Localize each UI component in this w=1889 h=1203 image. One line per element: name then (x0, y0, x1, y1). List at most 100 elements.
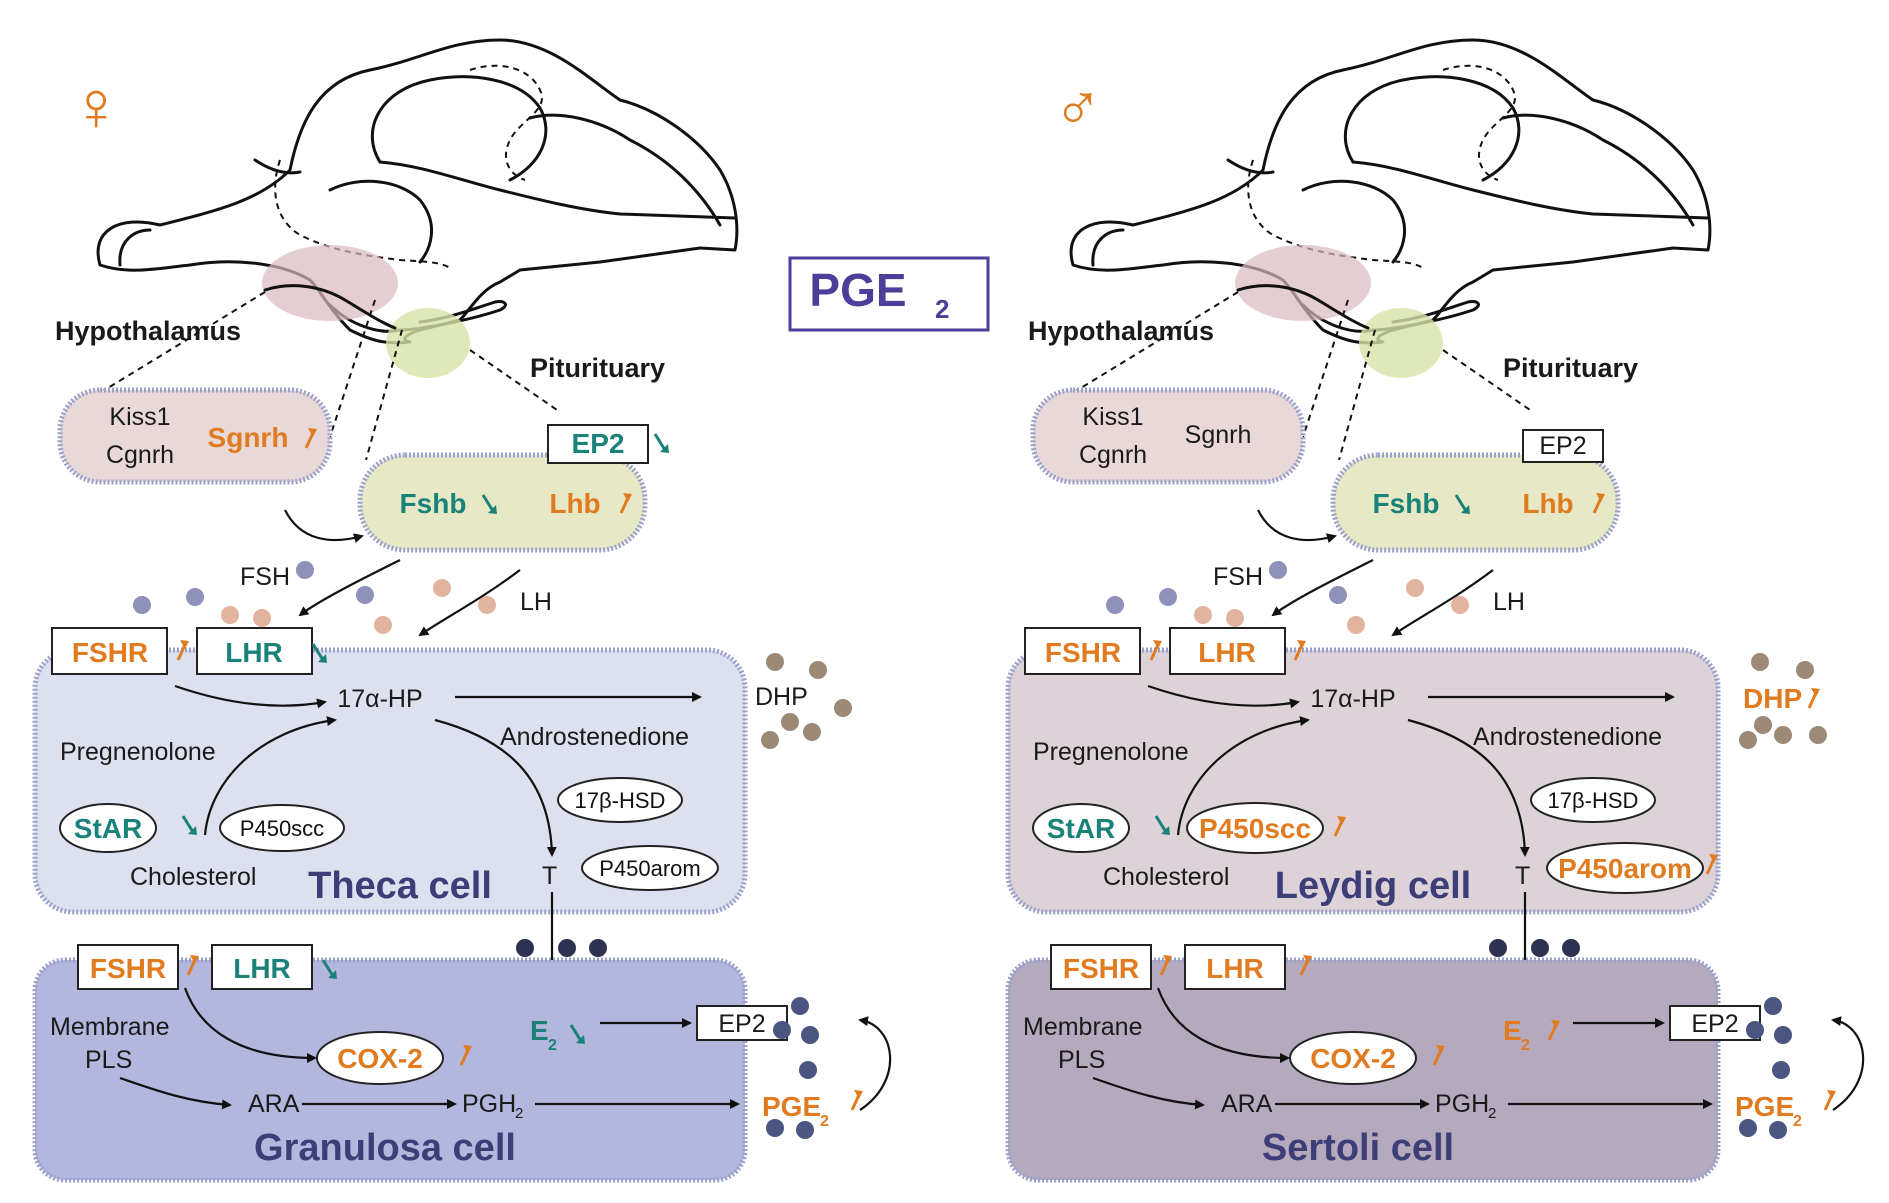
pge2-sub: 2 (1793, 1113, 1802, 1130)
leydig-cell-label: Leydig cell (1275, 865, 1471, 907)
lhr-bottom-box (211, 944, 313, 990)
fshb-label: Fshb (400, 488, 467, 519)
hp17-label: 17α-HP (337, 685, 422, 713)
pregnenolone-label: Pregnenolone (60, 738, 216, 766)
lh-label: LH (520, 588, 552, 616)
p450scc-ellipse (219, 804, 345, 852)
lhr-top-label: LHR (1198, 637, 1256, 668)
cgnrh-label: Cgnrh (1079, 441, 1147, 469)
ara-label: ARA (1221, 1090, 1273, 1118)
lhb-label: Lhb (1522, 488, 1573, 519)
pituitary-label: Piturituary (1503, 353, 1638, 383)
pituitary-label: Piturituary (530, 353, 665, 383)
p450arom-ellipse (581, 845, 719, 891)
star-label: StAR (74, 813, 142, 844)
hsd17-label: 17β-HSD (575, 788, 666, 813)
lhr-top-box (196, 627, 313, 675)
dhp-label: DHP (1743, 683, 1802, 714)
androstenedione-label: Androstenedione (500, 723, 689, 751)
center-title-sub: 2 (935, 294, 949, 324)
lh-label: LH (1493, 588, 1525, 616)
pgh2-sub: 2 (515, 1105, 523, 1122)
ep2-pituitary-box (1522, 429, 1604, 463)
e2-sub: 2 (1521, 1037, 1530, 1054)
testosterone-label: T (542, 862, 557, 890)
p450arom-ellipse (1546, 842, 1704, 894)
cox2-label: COX-2 (1310, 1043, 1396, 1074)
membrane-label: Membrane (1023, 1013, 1143, 1041)
fsh-lh-dots (133, 561, 496, 634)
dhp-dots (1739, 653, 1827, 749)
pgh2-sub: 2 (1488, 1105, 1496, 1122)
lhr-top-label: LHR (225, 637, 283, 668)
ep2-pituitary-label: EP2 (1539, 432, 1586, 460)
pregnenolone-label: Pregnenolone (1033, 738, 1189, 766)
upper-cell-leydig: Leydig cell (1005, 647, 1721, 915)
pls-label: PLS (85, 1046, 132, 1074)
pituitary-region (386, 308, 470, 378)
e2-label: E (1503, 1015, 1522, 1046)
hsd17-label: 17β-HSD (1548, 788, 1639, 813)
star-label: StAR (1047, 813, 1115, 844)
lhb-label: Lhb (549, 488, 600, 519)
dhp-dots (761, 653, 852, 749)
brain-outline (1069, 38, 1712, 345)
ep2-cell-label: EP2 (718, 1010, 765, 1038)
fshr-bottom-box (1050, 944, 1152, 990)
hsd17-ellipse (1530, 777, 1656, 823)
star-ellipse (59, 803, 157, 853)
cholesterol-label: Cholesterol (130, 863, 256, 891)
pituitary-cell: EP2 Fshb Lhb (1330, 429, 1621, 553)
cox2-ellipse (316, 1031, 444, 1085)
dhp-label: DHP (755, 683, 808, 711)
hypothalamus-label: Hypothalamus (55, 316, 241, 346)
pge2-label: PGE (762, 1091, 821, 1122)
pgh2-label: PGH (1435, 1090, 1489, 1118)
kiss1-label: Kiss1 (1082, 403, 1143, 431)
hypothalamus-region (1235, 245, 1371, 321)
hypothalamus-region (262, 245, 398, 321)
male-symbol: ♂ (1053, 70, 1103, 144)
hsd17-ellipse (557, 777, 683, 823)
cox2-ellipse (1289, 1031, 1417, 1085)
pituitary-cell: EP2 Fshb Lhb (357, 424, 671, 553)
fshr-bottom-box (77, 944, 179, 990)
lhr-bottom-box (1184, 944, 1286, 990)
ep2-pituitary-label: EP2 (572, 428, 625, 459)
fshr-bottom-label: FSHR (90, 953, 166, 984)
center-title: PGE 2 (788, 256, 990, 332)
p450arom-label: P450arom (1558, 853, 1692, 884)
cox2-label: COX-2 (337, 1043, 423, 1074)
lhr-bottom-label: LHR (1206, 953, 1264, 984)
hypothalamus-cell: Kiss1 Cgnrh Sgnrh (1030, 387, 1306, 485)
granulosa-cell-label: Granulosa cell (254, 1127, 516, 1169)
hp17-label: 17α-HP (1310, 685, 1395, 713)
fshr-top-box (1024, 627, 1141, 675)
theca-cell-label: Theca cell (308, 865, 492, 907)
hypothalamus-cell: Kiss1 Cgnrh Sgnrh (57, 387, 333, 485)
hypothalamus-label: Hypothalamus (1028, 316, 1214, 346)
p450scc-ellipse (1186, 802, 1324, 854)
star-ellipse (1032, 803, 1130, 853)
sgnrh-label: Sgnrh (208, 422, 289, 453)
testosterone-label: T (1515, 862, 1530, 890)
membrane-label: Membrane (50, 1013, 170, 1041)
kiss1-label: Kiss1 (109, 403, 170, 431)
ep2-pituitary-box (547, 424, 649, 464)
pge2-label: PGE (1735, 1091, 1794, 1122)
fsh-label: FSH (240, 563, 290, 591)
female-symbol: ♀ (70, 67, 123, 145)
p450scc-label: P450scc (1199, 813, 1311, 844)
panel-male: ♂ Hypothalamus Piturituary Kiss1 Cgnrh S… (1005, 38, 1865, 1183)
center-title-text: PGE (809, 264, 906, 316)
androstenedione-label: Androstenedione (1473, 723, 1662, 751)
brain-outline (96, 38, 739, 345)
fshr-top-label: FSHR (72, 637, 148, 668)
e2-sub: 2 (548, 1037, 557, 1054)
sgnrh-label: Sgnrh (1185, 421, 1252, 449)
cholesterol-label: Cholesterol (1103, 863, 1229, 891)
fshb-label: Fshb (1373, 488, 1440, 519)
pituitary-region (1359, 308, 1443, 378)
lhr-bottom-label: LHR (233, 953, 291, 984)
